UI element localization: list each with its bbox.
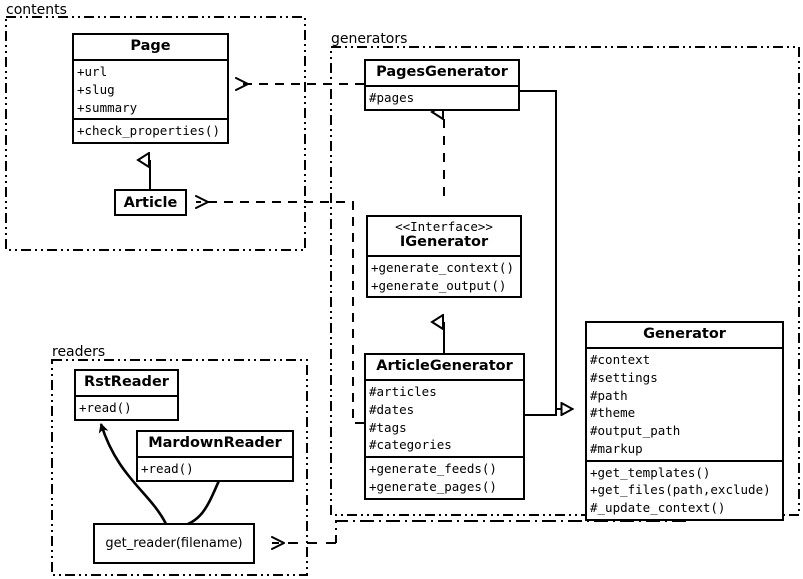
attribute-row: #categories	[369, 437, 452, 453]
wire-articlegenerator-inherits-generator	[525, 409, 573, 416]
attribute-row: #dates	[369, 401, 415, 417]
class-methods-generator: +get_templates() +get_files(path,exclude…	[587, 459, 782, 519]
attribute-row: +slug	[77, 81, 115, 97]
class-attributes-generator: #context #settings #path #theme #output_…	[587, 347, 782, 460]
attribute-row: #tags	[369, 419, 407, 435]
method-row: +generate_feeds()	[369, 461, 497, 477]
class-title-generator: Generator	[643, 326, 726, 342]
attribute-row: #markup	[590, 440, 643, 456]
class-box-article[interactable]: Article	[114, 189, 187, 216]
attribute-row: #theme	[590, 405, 636, 421]
class-methods-page: +check_properties()	[74, 118, 227, 142]
class-title-rst-reader: RstReader	[84, 374, 169, 390]
class-box-generator[interactable]: Generator #context #settings #path #them…	[585, 321, 784, 521]
method-row: +generate_pages()	[369, 478, 497, 494]
wire-articlegenerator-uses-article	[195, 195, 364, 424]
class-methods-article-generator: +generate_feeds() +generate_pages()	[366, 456, 523, 498]
class-box-igenerator[interactable]: <<Interface>> IGenerator +generate_conte…	[366, 215, 522, 299]
class-box-pages-generator[interactable]: PagesGenerator #pages	[364, 59, 520, 111]
wire-pagesgenerator-inherits-generator	[520, 90, 557, 409]
attribute-row: #settings	[590, 369, 658, 385]
class-methods-rst-reader: +read()	[76, 395, 177, 419]
class-box-article-generator[interactable]: ArticleGenerator #articles #dates #tags …	[364, 353, 525, 500]
method-row: +read()	[141, 461, 194, 477]
method-row: +generate_context()	[371, 259, 514, 275]
class-title-pages-generator: PagesGenerator	[376, 64, 508, 80]
class-box-rst-reader[interactable]: RstReader +read()	[74, 369, 179, 421]
attribute-row: #pages	[369, 90, 415, 106]
attribute-row: #output_path	[590, 423, 681, 439]
method-row: +get_templates()	[590, 464, 711, 480]
method-row: +generate_output()	[371, 277, 507, 293]
package-label-generators: generators	[331, 31, 408, 47]
class-box-page[interactable]: Page +url +slug +summary +check_properti…	[72, 33, 229, 145]
attribute-row: +summary	[77, 99, 138, 115]
class-methods-igenerator: +generate_context() +generate_output()	[368, 254, 520, 297]
method-row: +read()	[79, 400, 132, 416]
attribute-row: +url	[77, 64, 108, 80]
method-row: +check_properties()	[77, 123, 220, 139]
method-row: #_update_context()	[590, 500, 726, 516]
class-title-mardown-reader: MardownReader	[148, 435, 282, 451]
method-row: +get_files(path,exclude)	[590, 482, 771, 498]
class-box-mardown-reader[interactable]: MardownReader +read()	[136, 430, 294, 482]
attribute-row: #articles	[369, 384, 437, 400]
package-label-readers: readers	[52, 344, 106, 360]
function-box-get-reader[interactable]: get_reader(filename)	[93, 523, 255, 564]
class-attributes-pages-generator: #pages	[366, 85, 518, 109]
attribute-row: #context	[590, 352, 651, 368]
package-label-contents: contents	[6, 2, 67, 18]
attribute-row: #path	[590, 387, 628, 403]
class-title-page: Page	[130, 38, 171, 54]
class-title-article-generator: ArticleGenerator	[376, 358, 513, 374]
class-attributes-page: +url +slug +summary	[74, 59, 227, 118]
class-stereotype-igenerator: <<Interface>>	[395, 219, 493, 234]
function-label-get-reader: get_reader(filename)	[105, 536, 243, 551]
class-attributes-article-generator: #articles #dates #tags #categories	[366, 379, 523, 456]
class-methods-mardown-reader: +read()	[138, 456, 292, 480]
class-title-igenerator: IGenerator	[399, 233, 489, 250]
